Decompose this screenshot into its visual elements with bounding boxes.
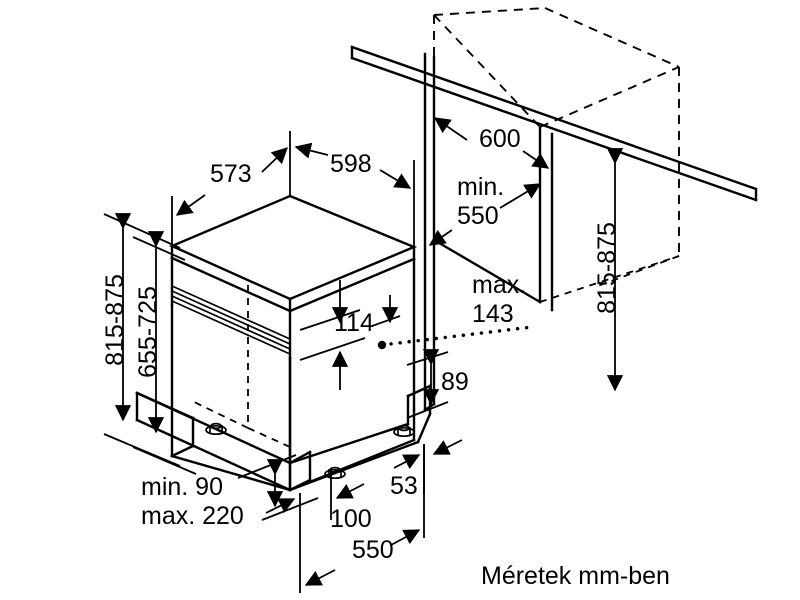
dim-arrow-min550-upper	[499, 183, 542, 209]
dim-arrow-min550-lower	[428, 229, 453, 246]
adjustable-feet-group	[205, 422, 415, 480]
dim-min550-group: min. 550	[428, 173, 542, 246]
dim-arrow-600-right	[522, 150, 550, 169]
dim-label-655-725: 655-725	[134, 286, 162, 378]
dim-label-815-875-right: 815-875	[593, 222, 621, 314]
dim-arrow-550-left	[304, 569, 336, 586]
control-panel-line-4	[170, 299, 292, 356]
base-right-outer-bottom	[416, 412, 432, 444]
dim-label-598: 598	[330, 150, 372, 178]
worktop-group	[350, 45, 758, 202]
appliance-top-front-right-thickness	[288, 257, 416, 313]
dim-arrow-100-right	[335, 483, 365, 499]
dim-550-base-group: 550	[304, 444, 425, 586]
control-panel-line-2	[170, 289, 292, 346]
dim-114-group: 114	[299, 280, 401, 390]
dim-label-min90: min. 90	[141, 473, 223, 501]
dim-label-815-875-left: 815-875	[101, 274, 129, 366]
dim-label-600: 600	[479, 125, 521, 153]
dim-label-550-base: 550	[352, 536, 394, 564]
leader-dot-terminator	[377, 340, 387, 350]
control-panel-line-3	[170, 294, 292, 351]
plinth-step-left	[170, 444, 195, 458]
control-panel-line-1	[170, 284, 292, 341]
appliance-top-front-left-thickness	[170, 256, 292, 313]
niche-top-right-edge	[544, 7, 680, 68]
dim-815-875-right-group: 815-875	[593, 148, 624, 392]
wall-bottom-front-edge	[432, 238, 542, 304]
ext-line-114-aux	[371, 315, 401, 327]
dim-89-group: 89	[406, 349, 469, 419]
dim-label-100: 100	[330, 505, 372, 533]
dim-arrow-598-right	[379, 169, 412, 189]
ext-line-89-bottom	[406, 401, 449, 419]
dim-label-114: 114	[334, 309, 374, 337]
worktop-front-edge-line	[350, 56, 758, 202]
ext-line-114-top	[299, 309, 361, 331]
ext-line-114-bottom	[299, 337, 366, 361]
niche-bottom-front-edge	[539, 255, 680, 303]
niche-bottom-right-edge	[594, 255, 680, 288]
base-right-bottom-edge	[288, 440, 420, 492]
dim-max143-group: max. 143	[377, 271, 534, 350]
hidden-rear-left-bottom	[189, 399, 249, 429]
dim-arrow-53-left	[393, 454, 421, 470]
dim-label-min: min.	[457, 173, 504, 201]
worktop-top-surface-line	[350, 45, 758, 191]
ext-line-655-725-bottom	[132, 446, 197, 475]
foot-rear-right	[393, 424, 415, 438]
dim-min90-max220-group: min. 90 max. 220	[141, 454, 319, 530]
dim-arrow-100-left	[265, 498, 296, 514]
dim-label-573: 573	[210, 160, 252, 188]
dim-100-group: 100	[265, 470, 372, 593]
dim-600-group: 600	[433, 117, 550, 169]
foot-front-center	[324, 466, 346, 480]
dim-arrow-550-right	[390, 529, 421, 546]
dim-label-89: 89	[441, 368, 469, 396]
dim-arrow-573-left	[175, 194, 206, 216]
foot-front-left	[205, 422, 227, 436]
dim-label-53: 53	[390, 472, 418, 500]
dim-label-max220: max. 220	[141, 502, 244, 530]
niche-top-back-edge	[433, 7, 546, 16]
dim-arrow-53-right	[432, 439, 463, 455]
base-right-top-edge	[288, 422, 410, 465]
dim-arrow-598-left	[294, 142, 329, 159]
dim-label-max: max.	[472, 271, 526, 299]
dim-label-550-niche: 550	[457, 202, 499, 230]
dim-655-725-group: 655-725	[132, 231, 197, 475]
units-caption: Méretek mm-ben	[481, 562, 670, 590]
dim-815-875-left-group: 815-875	[101, 213, 181, 467]
dim-arrow-600-left	[433, 117, 468, 141]
dim-label-143: 143	[472, 300, 514, 328]
leader-dotted-max143	[380, 325, 534, 347]
dim-573-598-group: 573 598	[171, 131, 415, 247]
niche-top-left-edge	[433, 14, 541, 128]
dim-arrow-573-right	[261, 147, 288, 173]
